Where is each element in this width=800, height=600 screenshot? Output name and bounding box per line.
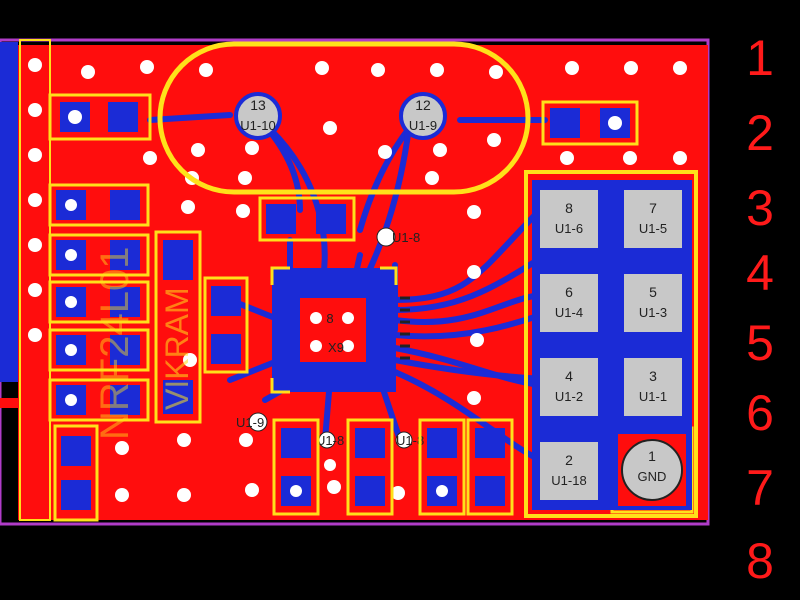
ruler-mark: 7 xyxy=(746,460,774,516)
ic-label-a: 8 xyxy=(326,311,333,326)
ic-thermal-pad xyxy=(300,298,366,362)
header-pin-7: 7 U1-5 xyxy=(624,190,682,248)
crystal-pin-number: 12 xyxy=(415,97,431,113)
rf-ic-chip: 8 X9 xyxy=(270,266,398,394)
header-pad xyxy=(624,358,682,416)
header-pad xyxy=(624,274,682,332)
header-pin-label: U1-1 xyxy=(639,389,667,404)
header-pin-label: U1-18 xyxy=(551,473,586,488)
smd-component-top-left xyxy=(48,93,152,141)
via-label-3: U1-8 xyxy=(316,431,344,449)
bottom-component-row xyxy=(272,418,514,516)
ruler-mark: 6 xyxy=(746,385,774,441)
smd-component-top-right xyxy=(541,100,639,146)
antenna-trace xyxy=(0,42,18,382)
svg-text:U1-8: U1-8 xyxy=(396,433,424,448)
ruler-mark: 2 xyxy=(746,105,774,161)
ic-pin-stubs xyxy=(400,296,410,360)
crystal-pin-12: 12 U1-9 xyxy=(399,92,447,140)
svg-text:U1-8: U1-8 xyxy=(392,230,420,245)
via-label-4: U1-8 xyxy=(395,431,424,449)
header-pin-number: 5 xyxy=(649,284,657,300)
via-label-2: U1-9 xyxy=(236,412,268,432)
header-pin-number: 8 xyxy=(565,200,573,216)
header-pin-number: 6 xyxy=(565,284,573,300)
header-pin-6: 6 U1-4 xyxy=(540,274,598,332)
crystal-pin-label: U1-10 xyxy=(240,118,275,133)
ruler-mark: 4 xyxy=(746,245,774,301)
left-silk-frame xyxy=(19,39,51,521)
crystal-pin-label: U1-9 xyxy=(409,118,437,133)
smd-component-bottom-left xyxy=(53,424,99,522)
header-pin-5: 5 U1-3 xyxy=(624,274,682,332)
header-pin-label: GND xyxy=(638,469,667,484)
svg-text:U1-8: U1-8 xyxy=(316,433,344,448)
crystal-pad xyxy=(399,92,447,140)
header-pin-3: 3 U1-1 xyxy=(624,358,682,416)
crystal-outline xyxy=(157,41,531,195)
header-pin-label: U1-2 xyxy=(555,389,583,404)
header-pin-8: 8 U1-6 xyxy=(540,190,598,248)
header-pad xyxy=(540,442,598,500)
silk-text-board-name: NRF24L01 xyxy=(93,247,137,440)
ruler-mark: 1 xyxy=(746,30,774,86)
left-pad-vias xyxy=(65,199,77,406)
header-pin-number: 3 xyxy=(649,368,657,384)
via-grid xyxy=(28,58,687,505)
header-pin-number: 4 xyxy=(565,368,573,384)
crystal-pad xyxy=(234,92,282,140)
header-pin-1: 1 GND xyxy=(618,434,686,506)
header-pin-number: 2 xyxy=(565,452,573,468)
via-label-1: U1-8 xyxy=(376,227,420,247)
crystal-pin-13: 13 U1-10 xyxy=(234,92,282,140)
crystal-pin-number: 13 xyxy=(250,97,266,113)
silk-text-vendor: VIKRAM xyxy=(159,287,195,410)
header-pin-2: 2 U1-18 xyxy=(540,442,598,500)
ruler-mark: 3 xyxy=(746,180,774,236)
header-pad xyxy=(540,190,598,248)
header-pin-label: U1-6 xyxy=(555,221,583,236)
ruler-scale: 1 2 3 4 5 6 7 8 xyxy=(746,30,774,589)
header-pin-number: 1 xyxy=(648,448,656,464)
ruler-mark: 8 xyxy=(746,533,774,589)
left-component-stack xyxy=(48,183,150,422)
header-pin-label: U1-5 xyxy=(639,221,667,236)
header-pad xyxy=(540,358,598,416)
header-connector-outline xyxy=(524,170,698,518)
header-pin-number: 7 xyxy=(649,200,657,216)
header-pin-4: 4 U1-2 xyxy=(540,358,598,416)
smd-component-top-center xyxy=(258,196,356,242)
svg-text:U1-9: U1-9 xyxy=(236,415,264,430)
ic-label-b: X9 xyxy=(328,340,344,355)
mid-component-column xyxy=(154,230,249,424)
header-pin-label: U1-4 xyxy=(555,305,583,320)
header-pin-label: U1-3 xyxy=(639,305,667,320)
ruler-mark: 5 xyxy=(746,315,774,371)
header-pad xyxy=(540,274,598,332)
header-pad xyxy=(624,190,682,248)
header-pad xyxy=(621,439,683,501)
